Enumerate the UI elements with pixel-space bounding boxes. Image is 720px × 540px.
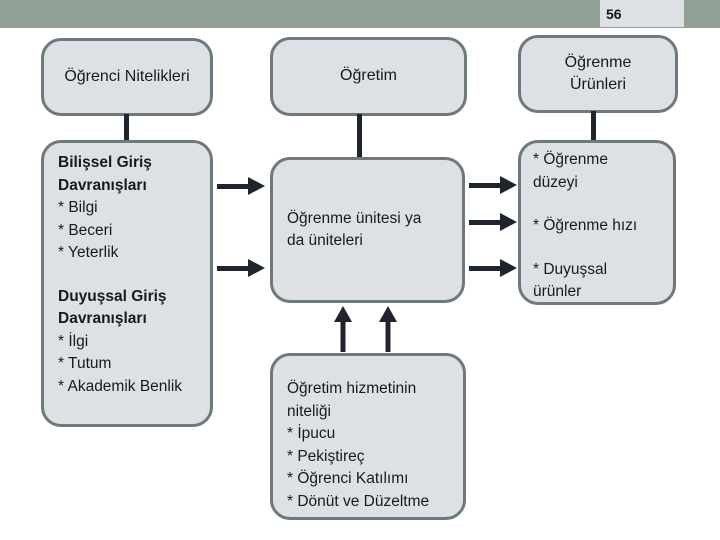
box-learning-products: Öğrenme Ürünleri: [518, 35, 678, 113]
arrow-right-icon: [217, 259, 265, 277]
entry-behaviors-section-cognitive: Bilişsel Giriş Davranışları * Bilgi * Be…: [58, 152, 190, 265]
list-item: * Akademik Benlik: [58, 377, 183, 395]
list-item: * Dönüt ve Düzeltme: [287, 492, 430, 510]
connector-student-traits: [124, 114, 129, 140]
list-item: * Bilgi: [58, 199, 98, 216]
arrow-up-icon: [379, 306, 397, 352]
section-heading: Duyuşsal Giriş Davranışları: [58, 287, 167, 328]
list-item: * Beceri: [58, 221, 113, 239]
box-student-traits: Öğrenci Nitelikleri: [41, 38, 213, 116]
box-instruction: Öğretim: [270, 37, 467, 116]
arrow-right-icon: [469, 259, 517, 277]
list-item: * İpucu: [287, 425, 336, 442]
section-heading: Bilişsel Giriş Davranışları: [58, 154, 152, 194]
list-item: * Öğrenme hızı: [533, 217, 638, 234]
box-instruction-label: Öğretim: [340, 67, 397, 85]
list-item: * Yeterlik: [58, 244, 119, 261]
box-entry-behaviors: Bilişsel Giriş Davranışları * Bilgi * Be…: [41, 140, 213, 427]
list-item: * Tutum: [58, 355, 112, 372]
list-item: * Öğrenme düzeyi: [533, 151, 608, 191]
list-item: * Öğrenci Katılımı: [287, 470, 409, 487]
list-item: * Pekiştireç: [287, 447, 365, 465]
instruction-quality-heading: Öğretim hizmetinin niteliği: [287, 380, 417, 420]
entry-behaviors-section-affective: Duyuşsal Giriş Davranışları * İlgi * Tut…: [58, 286, 190, 399]
arrow-right-icon: [469, 176, 517, 194]
page-number: 56: [600, 0, 684, 27]
connector-instruction: [357, 114, 362, 157]
box-student-traits-label: Öğrenci Nitelikleri: [64, 67, 190, 85]
box-instruction-quality: Öğretim hizmetinin niteliği * İpucu * Pe…: [270, 353, 466, 520]
learning-unit-label: Öğrenme ünitesi ya da üniteleri: [287, 209, 422, 250]
arrow-right-icon: [469, 213, 517, 231]
box-learning-outputs: * Öğrenme düzeyi * Öğrenme hızı * Duyuşs…: [518, 140, 676, 305]
box-learning-unit: Öğrenme ünitesi ya da üniteleri: [270, 157, 465, 303]
list-item: * Duyuşsal ürünler: [533, 260, 608, 301]
arrow-up-icon: [334, 306, 352, 352]
box-learning-products-label: Öğrenme Ürünleri: [564, 53, 632, 94]
arrow-right-icon: [217, 177, 265, 195]
list-item: * İlgi: [58, 332, 89, 350]
connector-learning-products: [591, 111, 596, 140]
